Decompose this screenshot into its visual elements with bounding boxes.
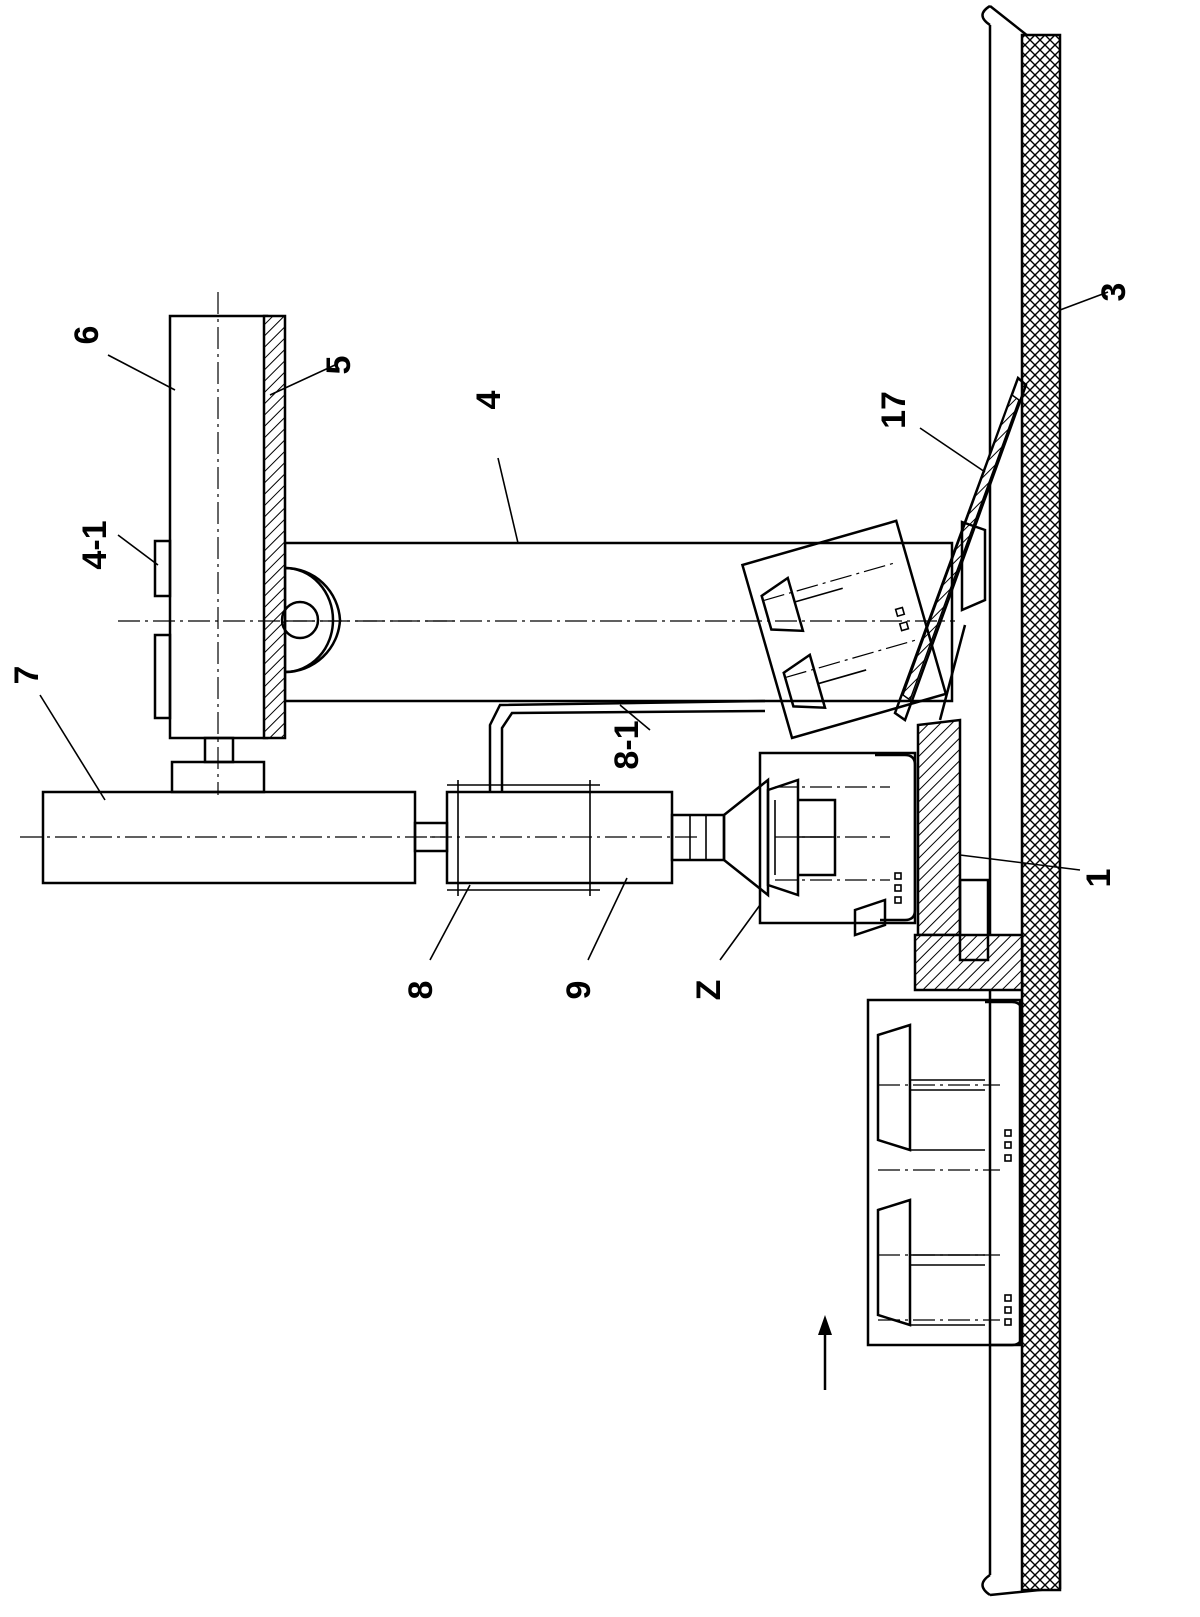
label-8-1: 8-1 bbox=[608, 720, 646, 769]
label-7: 7 bbox=[8, 666, 46, 685]
label-6: 6 bbox=[68, 326, 106, 345]
label-z: Z bbox=[690, 980, 728, 1001]
leader-lines bbox=[39, 291, 1109, 961]
unit-z bbox=[758, 751, 917, 937]
ramp-plate bbox=[893, 375, 1028, 722]
drive-shaft bbox=[670, 777, 770, 898]
tilted-unit bbox=[740, 519, 948, 740]
label-9: 9 bbox=[560, 981, 598, 1000]
cylinder-9 bbox=[430, 699, 766, 896]
base-block-1 bbox=[913, 624, 1024, 992]
label-4: 4 bbox=[470, 390, 508, 409]
ground-base bbox=[981, 4, 1062, 1597]
motor-7 bbox=[20, 790, 449, 885]
column bbox=[283, 541, 955, 703]
head-beam bbox=[118, 292, 455, 795]
label-8: 8 bbox=[402, 981, 440, 1000]
label-1: 1 bbox=[1080, 869, 1118, 888]
label-5: 5 bbox=[320, 356, 358, 375]
label-3: 3 bbox=[1095, 283, 1133, 302]
lower-unit bbox=[866, 998, 1024, 1347]
label-4-1: 4-1 bbox=[76, 520, 114, 569]
label-17: 17 bbox=[875, 391, 913, 429]
arrow-up-icon bbox=[818, 1315, 832, 1390]
labels: 6 5 4 4-1 7 8-1 8 9 Z 1 3 17 bbox=[8, 283, 1133, 1001]
